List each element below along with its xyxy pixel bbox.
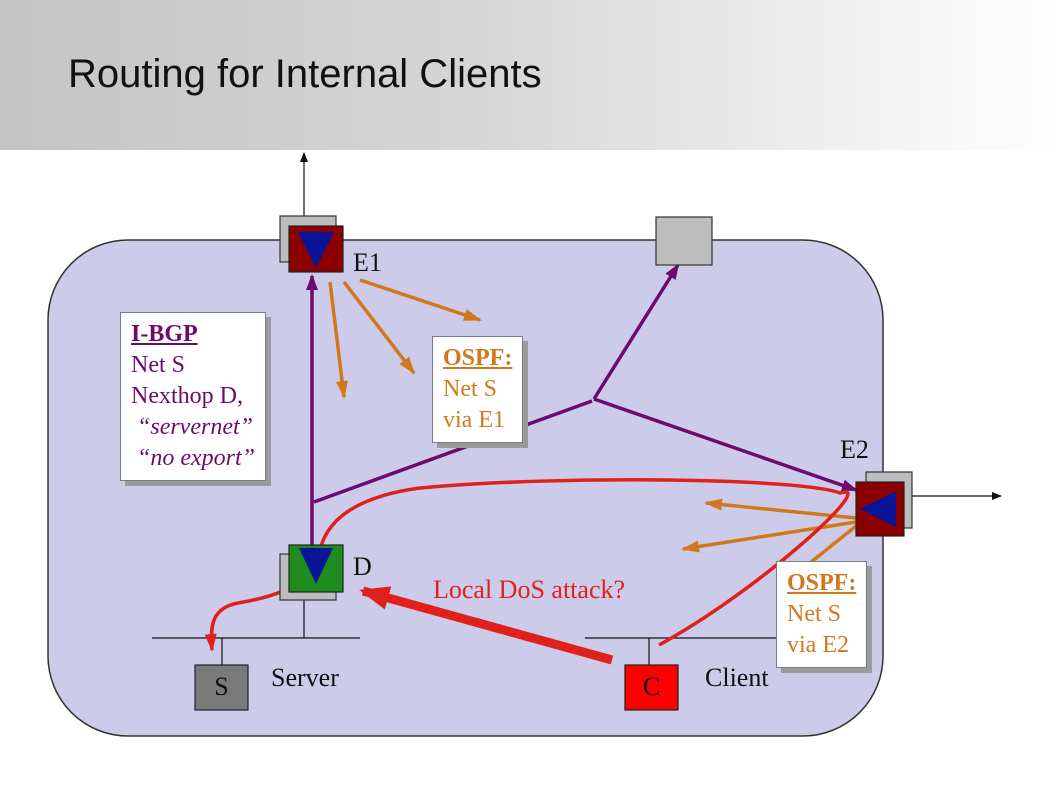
dos-attack-label: Local DoS attack? xyxy=(433,575,626,604)
ibgp-line-4: “no export” xyxy=(137,445,256,471)
host-c xyxy=(624,664,679,711)
client-traffic-path xyxy=(204,478,850,652)
ospf-e1-heading: OSPF: xyxy=(443,345,513,371)
ospf-e2-line-1: Net S xyxy=(787,601,841,627)
ospf-e2-callout: OSPF: Net S via E2 xyxy=(776,561,868,668)
server-label: Server xyxy=(271,663,339,692)
ibgp-link-d-junction xyxy=(313,399,593,504)
ibgp-junction-to-e2 xyxy=(593,397,858,492)
e2-left-arrow-icon xyxy=(860,491,896,527)
ospf-e1-arrow-1 xyxy=(328,281,349,399)
router-e1 xyxy=(279,215,344,273)
e1-down-arrow-icon xyxy=(298,232,334,268)
client-label: Client xyxy=(705,663,769,692)
router-r3 xyxy=(655,216,713,266)
ibgp-line-3: “servernet” xyxy=(137,414,253,440)
host-s xyxy=(194,664,249,711)
host-c-label: C xyxy=(642,672,661,701)
d-down-arrow-icon xyxy=(299,548,333,584)
ospf-e2-line-2: via E2 xyxy=(787,632,849,658)
ospf-e2-heading: OSPF: xyxy=(787,570,857,596)
ibgp-line-2: Nexthop D, xyxy=(131,383,243,409)
page-title: Routing for Internal Clients xyxy=(68,52,542,96)
router-d xyxy=(279,544,344,601)
ospf-e2-arrow-2 xyxy=(681,520,857,553)
title-bar xyxy=(0,0,1058,150)
router-e2-label: E2 xyxy=(840,435,869,464)
host-s-label: S xyxy=(214,672,229,701)
dos-attack-arrow xyxy=(359,586,614,665)
ospf-e1-line-2: via E1 xyxy=(443,407,505,433)
router-d-label: D xyxy=(353,552,372,581)
ospf-e1-arrow-2 xyxy=(342,280,416,375)
ibgp-junction-to-r3 xyxy=(592,263,680,400)
router-e2 xyxy=(855,471,913,537)
ospf-e1-line-1: Net S xyxy=(443,376,497,402)
ibgp-heading: I-BGP xyxy=(131,321,198,347)
router-e1-label: E1 xyxy=(353,248,382,277)
ospf-e1-arrow-3 xyxy=(359,278,482,322)
ibgp-callout: I-BGP Net S Nexthop D, “servernet” “no e… xyxy=(120,312,267,481)
ibgp-line-1: Net S xyxy=(131,352,185,378)
ospf-e1-callout: OSPF: Net S via E1 xyxy=(432,336,524,443)
